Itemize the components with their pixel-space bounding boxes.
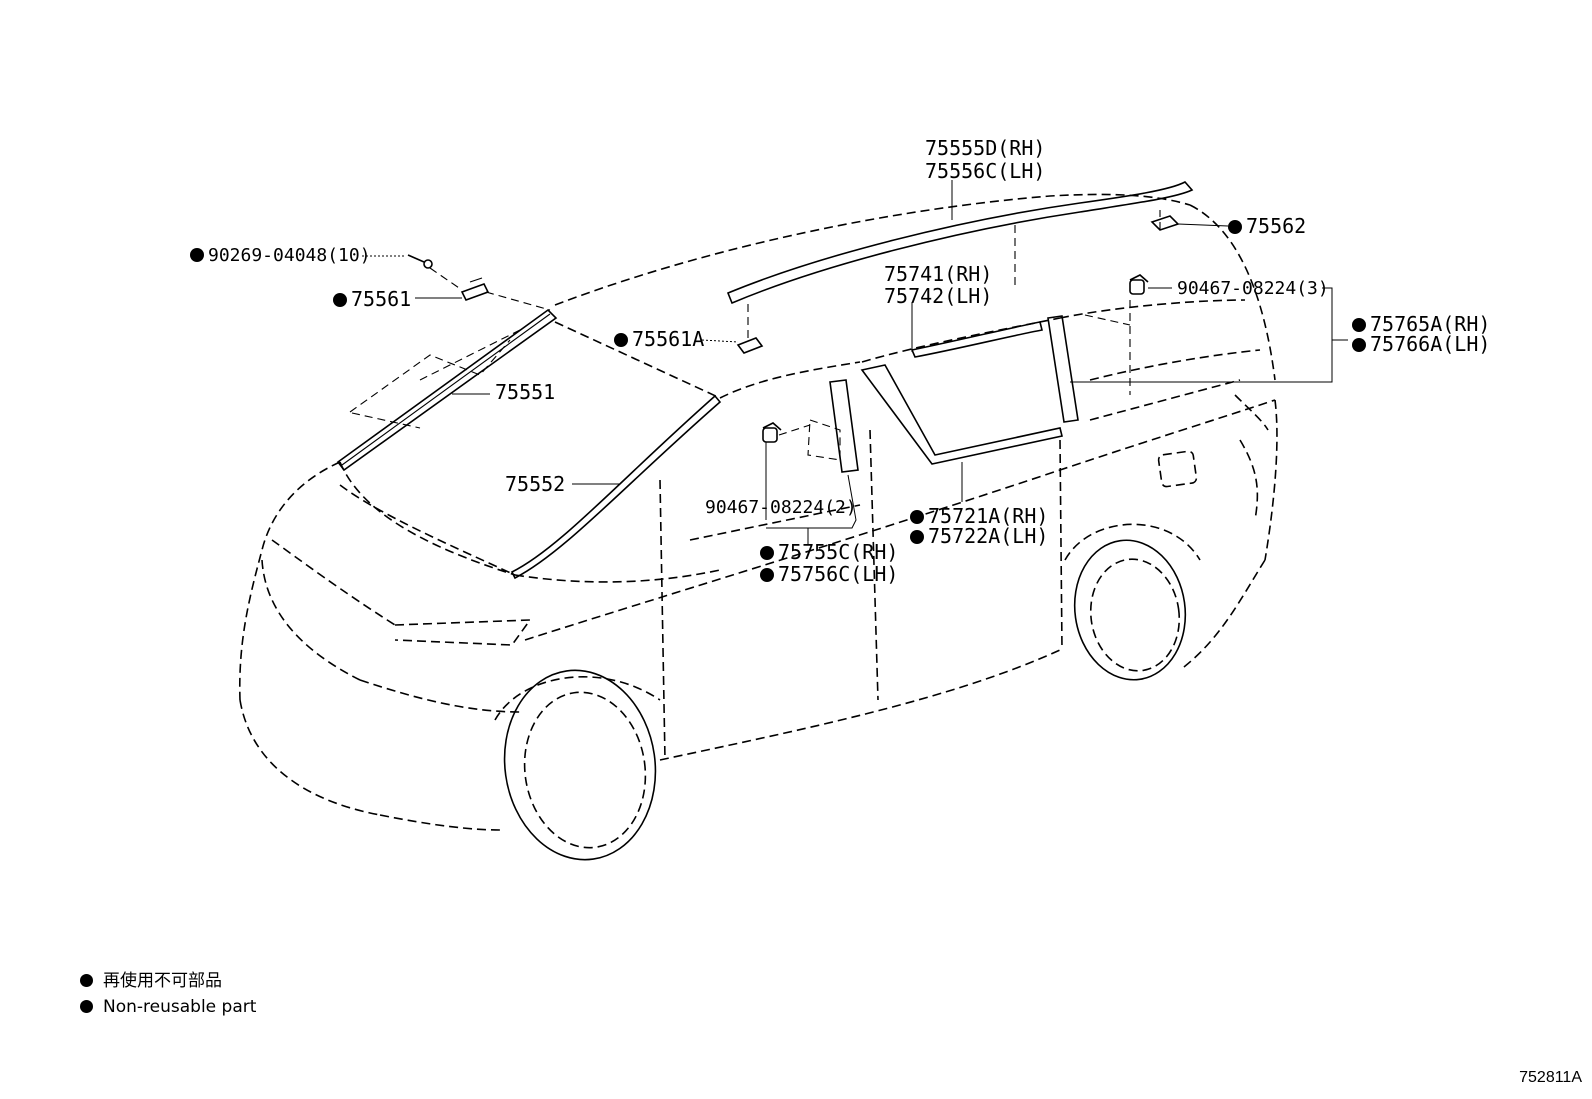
part-number-75741: 75741(RH) [884,262,993,286]
non-reusable-bullet-icon [760,546,774,560]
part-number-75766a: 75766A(LH) [1370,332,1491,356]
legend-japanese: 再使用不可部品 [80,970,222,992]
label-75755c: 75755C(RH) [760,541,898,563]
non-reusable-bullet-icon [190,248,204,262]
part-90467-08224-clip-upper [1129,274,1149,295]
label-75561: 75561 [333,288,411,310]
label-75561a: 75561A [614,328,704,350]
part-number-75721a: 75721A(RH) [928,504,1049,528]
part-number-75562: 75562 [1246,214,1307,238]
part-75721a-window-molding [860,364,1063,465]
leader-lines [362,180,1348,545]
part-number-75742: 75742(LH) [884,284,993,308]
part-number-75561a: 75561A [632,327,705,351]
part-75755c-pillar-garnish [829,379,859,473]
part-number-75765a: 75765A(RH) [1370,312,1491,336]
non-reusable-bullet-icon [760,568,774,582]
part-number-75555d: 75555D(RH) [925,136,1046,160]
label-75555d: 75555D(RH) [925,137,1045,159]
part-75551-molding [336,308,558,472]
label-75765a: 75765A(RH) [1352,313,1490,335]
part-number-75755c: 75755C(RH) [778,540,899,564]
label-75551: 75551 [495,381,555,403]
label-75556c: 75556C(LH) [925,160,1045,182]
label-90467-3: 90467-08224(3) [1177,278,1329,300]
label-75756c: 75756C(LH) [760,563,898,585]
part-75741-weatherstrip [910,321,1043,358]
legend-japanese-text: 再使用不可部品 [103,971,222,991]
legend-english-text: Non-reusable part [103,997,257,1017]
label-90269: 90269-04048(10) [190,245,371,267]
label-75722a: 75722A(LH) [910,525,1048,547]
label-75766a: 75766A(LH) [1352,333,1490,355]
label-75721a: 75721A(RH) [910,505,1048,527]
part-number-75756c: 75756C(LH) [778,562,899,586]
non-reusable-bullet-icon [1352,338,1366,352]
part-number-75551: 75551 [495,380,556,404]
part-75561-clip [460,277,490,301]
label-75741: 75741(RH) [884,263,992,285]
part-number-90467-3: 90467-08224(3) [1177,278,1329,299]
assembly-dashed-lines [349,210,1161,461]
non-reusable-bullet-icon [614,333,628,347]
part-75561a-clip [736,337,764,354]
non-reusable-bullet-icon [80,974,93,987]
part-75765a-pillar-garnish [1047,315,1079,423]
part-75555d-roof-molding [726,180,1194,305]
label-75562: 75562 [1228,215,1306,237]
part-number-75561: 75561 [351,287,412,311]
part-number-75722a: 75722A(LH) [928,524,1049,548]
non-reusable-bullet-icon [1228,220,1242,234]
non-reusable-bullet-icon [910,510,924,524]
label-75742: 75742(LH) [884,285,992,307]
part-number-90467-2: 90467-08224(2) [705,497,857,518]
diagram-code: 752811A [1519,1069,1582,1086]
part-75562-clip [1150,215,1180,231]
part-number-75552: 75552 [505,472,566,496]
non-reusable-bullet-icon [910,530,924,544]
vehicle-body-outline [238,193,1278,861]
part-number-75556c: 75556C(LH) [925,159,1046,183]
non-reusable-bullet-icon [1352,318,1366,332]
part-90269-04048-pin [407,254,433,269]
non-reusable-bullet-icon [333,293,347,307]
part-75552-molding [510,394,722,580]
non-reusable-bullet-icon [80,1000,93,1013]
label-75552: 75552 [505,473,565,495]
part-90467-08224-clip-lower [762,422,782,443]
legend-english: Non-reusable part [80,996,256,1018]
label-90467-2: 90467-08224(2) [705,497,857,519]
part-number-90269: 90269-04048(10) [208,245,371,266]
